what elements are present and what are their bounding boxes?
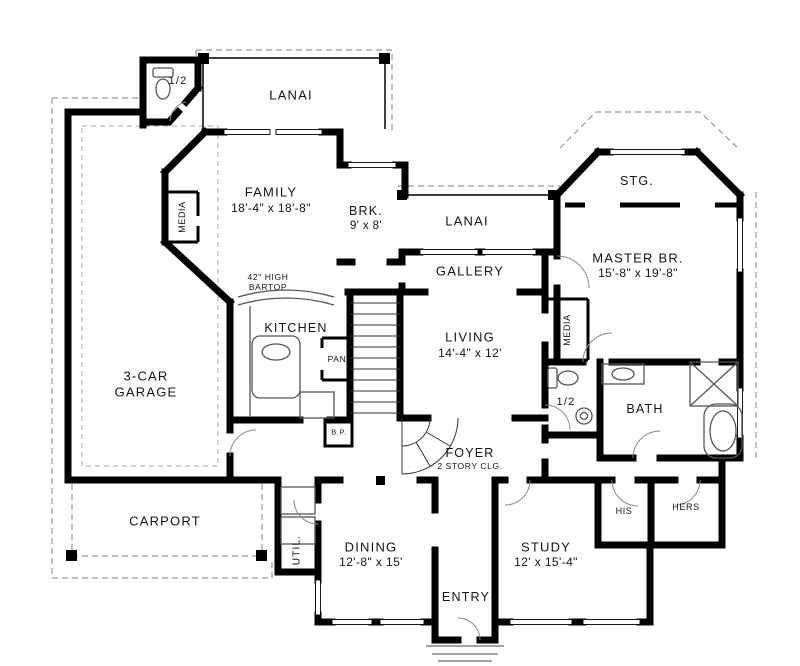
label-living-dims: 14'-4" x 12' xyxy=(438,346,502,360)
label-half-bath-top: 1/2 xyxy=(168,75,188,87)
label-half-bath-mid: 1/2 xyxy=(556,396,576,408)
label-carport: CARPORT xyxy=(129,513,201,529)
sink-icon xyxy=(575,407,593,425)
label-bartop-line2: BARTOP xyxy=(248,282,288,292)
shower-icon xyxy=(689,361,739,407)
entry-steps xyxy=(426,645,504,662)
label-lanai-mid: LANAI xyxy=(445,213,489,229)
overhang-dashed-lines xyxy=(51,49,757,579)
door-arcs xyxy=(169,101,701,641)
label-media-left: MEDIA xyxy=(177,201,187,233)
label-family-name: FAMILY xyxy=(244,184,298,200)
staircase xyxy=(350,302,459,475)
kitchen-island-icon xyxy=(251,335,301,399)
label-master-dims: 15'-8" x 19'-8" xyxy=(598,266,678,280)
label-dining-name: DINING xyxy=(344,539,398,555)
garage-ceiling-dashed xyxy=(81,125,219,467)
lanai-edges xyxy=(202,57,557,196)
windows xyxy=(223,129,743,625)
label-foyer-name: FOYER xyxy=(445,446,495,460)
label-brk-dims: 9' x 8' xyxy=(349,220,383,232)
label-bp: B.P. xyxy=(331,427,347,437)
label-study-name: STUDY xyxy=(520,539,572,555)
label-his-closet: HIS xyxy=(615,506,633,516)
label-study-dims: 12' x 15'-4" xyxy=(514,555,578,569)
label-pantry: PAN xyxy=(327,354,347,364)
label-stg: STG. xyxy=(620,174,654,188)
label-kitchen: KITCHEN xyxy=(264,321,328,335)
toilet-icon xyxy=(547,367,558,389)
bartop-counter xyxy=(237,289,335,298)
label-foyer-sub: 2 STORY CLG. xyxy=(437,461,503,471)
refrigerator-icon xyxy=(299,391,335,419)
closet-walls xyxy=(165,190,590,448)
main-walls xyxy=(64,56,745,644)
label-garage-line2: GARAGE xyxy=(114,384,178,400)
label-media-right: MEDIA xyxy=(562,314,572,346)
carport-dashed-boundary xyxy=(71,484,263,557)
label-bath: BATH xyxy=(626,402,664,416)
label-dining-dims: 12'-8" x 15' xyxy=(339,555,403,569)
dryer-icon xyxy=(280,516,316,545)
vanity-icon xyxy=(601,363,645,385)
fixtures xyxy=(152,67,743,545)
toilet-icon xyxy=(152,67,174,78)
label-bartop-line1: 42" HIGH xyxy=(247,272,289,282)
label-hers-closet: HERS xyxy=(672,502,700,512)
label-util: UTIL. xyxy=(291,534,303,566)
label-family-dims: 18'-4" x 18'-8" xyxy=(231,201,311,215)
washer-icon xyxy=(280,486,316,515)
label-living-name: LIVING xyxy=(445,329,495,345)
label-garage-line1: 3-CAR xyxy=(123,368,169,384)
label-gallery: GALLERY xyxy=(435,263,505,279)
label-master-name: MASTER BR. xyxy=(592,250,684,266)
label-lanai-top: LANAI xyxy=(269,87,313,103)
label-brk-name: BRK. xyxy=(349,204,383,218)
bathtub-icon xyxy=(703,403,743,459)
label-entry: ENTRY xyxy=(441,590,491,604)
